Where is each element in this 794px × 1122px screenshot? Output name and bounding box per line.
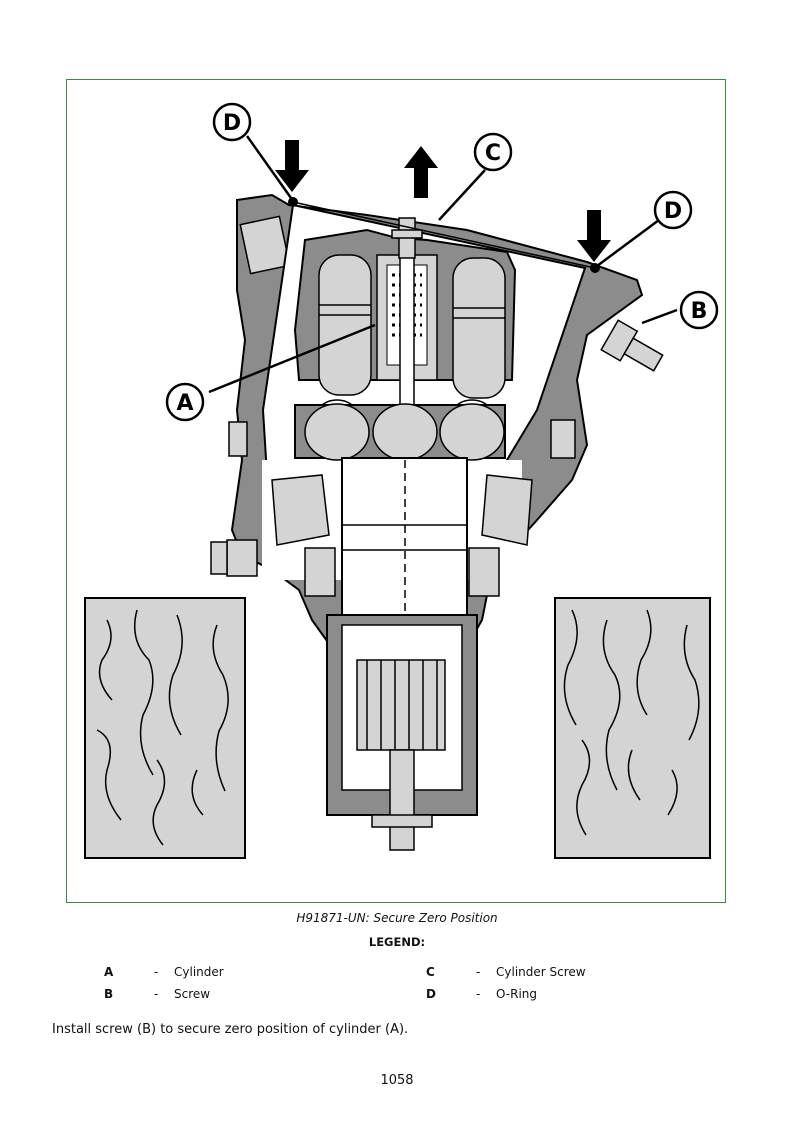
down-arrow-right-icon (577, 210, 611, 262)
callout-d-left: D (212, 102, 252, 142)
legend-key: D (426, 987, 436, 1001)
figure-frame: D C D B A (66, 79, 726, 903)
legend-item: B - Screw (104, 987, 210, 1001)
legend-label: Screw (174, 987, 211, 1001)
legend-title: LEGEND: (368, 935, 426, 949)
legend-key: C (426, 965, 435, 979)
svg-text:D: D (664, 199, 682, 224)
svg-text:C: C (485, 141, 501, 166)
legend-dash: - (154, 965, 159, 979)
legend-item: C - Cylinder Screw (426, 965, 586, 979)
output-housing (326, 614, 478, 851)
zero-position-screw (600, 319, 664, 372)
svg-text:A: A (176, 391, 193, 416)
instruction-text: Install screw (B) to secure zero positio… (52, 1022, 409, 1037)
swashplate (294, 403, 506, 461)
leader-line-d-left (245, 135, 293, 199)
callout-b: B (679, 290, 719, 330)
svg-text:B: B (691, 299, 708, 324)
legend-key: B (104, 987, 114, 1001)
leader-line-a (208, 323, 376, 394)
callout-c: C (473, 132, 513, 172)
motor-cross-section-illustration: D C D B A (84, 102, 719, 859)
legend-dash: - (476, 987, 481, 1001)
legend-item: A - Cylinder (104, 965, 224, 979)
callout-d-right: D (653, 190, 693, 230)
leader-line-d-right (596, 218, 660, 268)
legend-item: D - O-Ring (426, 987, 537, 1001)
callout-a: A (165, 382, 205, 422)
legend-key: A (104, 965, 114, 979)
page-number: 1058 (380, 1073, 414, 1088)
legend-dash: - (154, 987, 159, 1001)
lower-bearing (304, 547, 500, 597)
upper-bearing (271, 474, 533, 546)
down-arrow-left-icon (275, 140, 309, 192)
leader-line-b (641, 308, 678, 325)
legend-label: O-Ring (496, 987, 538, 1001)
right-support-block (554, 597, 711, 859)
figure-caption: H91871-UN: Secure Zero Position (296, 911, 498, 925)
o-ring-marker-left (288, 197, 298, 207)
tilt-reference-line (292, 201, 596, 269)
legend-label: Cylinder (174, 965, 224, 979)
drive-shaft (341, 457, 468, 619)
left-support-block (84, 597, 246, 859)
leader-line-c (438, 169, 486, 221)
legend-label: Cylinder Screw (496, 965, 586, 979)
svg-text:D: D (223, 111, 241, 136)
legend-dash: - (476, 965, 481, 979)
up-arrow-icon (404, 146, 438, 198)
